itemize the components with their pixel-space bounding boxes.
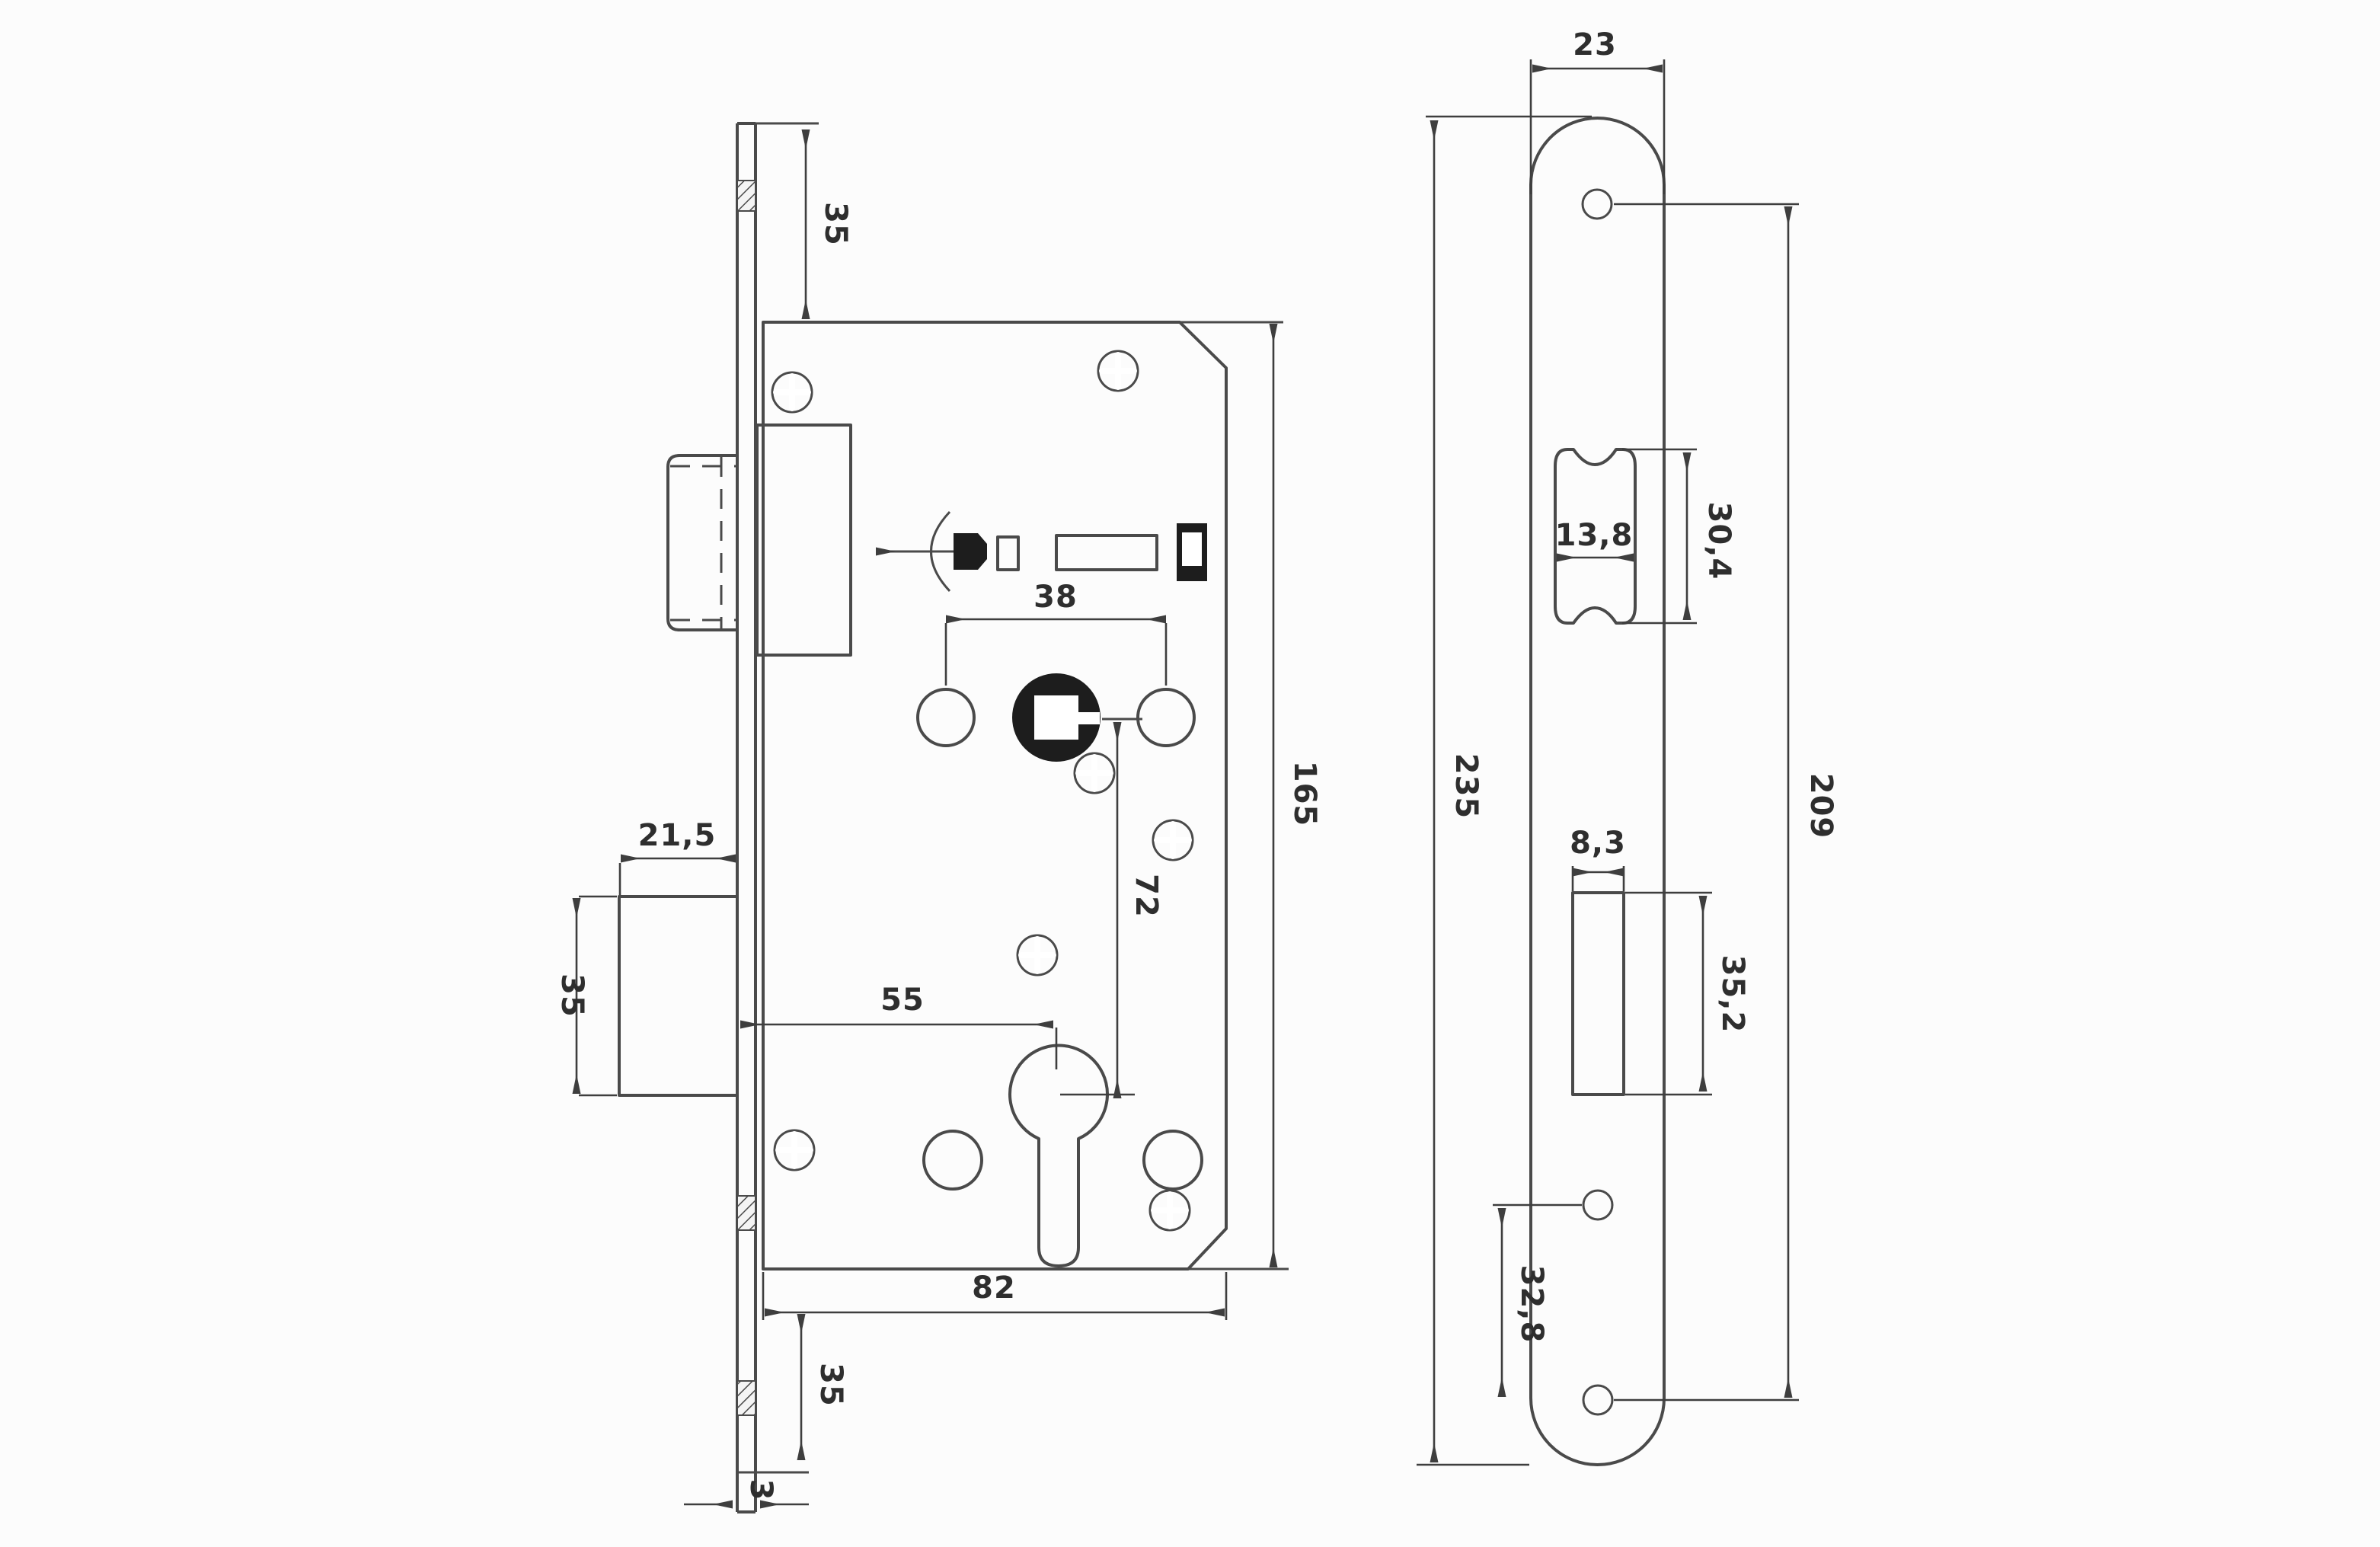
- dim-label: 13,8: [1555, 518, 1634, 553]
- dim-label: 35: [813, 1363, 848, 1407]
- latch-bolt: [666, 454, 737, 631]
- long-rect-indicator-icon: [1055, 534, 1158, 571]
- dim-latch-cutout-width: 13,8: [1555, 518, 1634, 562]
- dim-bolt-cutout-height: 35,2: [1625, 891, 1750, 1096]
- mounting-hole-top: [1581, 188, 1613, 220]
- screw-icon: [773, 1129, 816, 1171]
- small-rect-indicator-icon: [996, 535, 1020, 571]
- screw-icon: [771, 371, 813, 414]
- faceplate-hatch: [736, 180, 756, 212]
- faceplate-edge: [736, 122, 819, 1513]
- cylinder-keyhole: [1008, 1044, 1109, 1267]
- dim-bolt-cutout-width: 8,3: [1570, 826, 1626, 891]
- screws: [771, 350, 1194, 1232]
- spindle-follower: [1012, 673, 1101, 762]
- strike-faceplate-outline: [1529, 117, 1666, 1466]
- dim-label: 35,2: [1715, 955, 1750, 1034]
- dim-plate-height: 235: [1417, 115, 1592, 1466]
- dim-latch-cutout-height: 30,4: [1622, 448, 1736, 625]
- latch-cutout: [1554, 448, 1637, 625]
- dim-label: 82: [972, 1271, 1016, 1306]
- dim-label: 72: [1129, 874, 1164, 918]
- dim-lower-hole-spacing: 32,8: [1493, 1203, 1582, 1397]
- spindle-square-hole: [1034, 695, 1078, 740]
- fixing-hole-left: [922, 1130, 983, 1191]
- dim-follower-to-cylinder: 72: [1060, 722, 1164, 1098]
- dim-label: 38: [1033, 580, 1078, 615]
- dim-label: 35: [554, 973, 589, 1018]
- handle-hole-left: [916, 688, 976, 747]
- latch-direction-icon: [876, 510, 987, 593]
- front-view: 23 235 209 13,8 30,4 8,3: [1417, 27, 1839, 1466]
- dim-handle-hole-spacing: 38: [944, 580, 1168, 686]
- dim-label: 235: [1449, 753, 1484, 820]
- side-view: 35 38 165 72 21,5 35: [554, 122, 1322, 1513]
- dim-label: 209: [1803, 773, 1839, 839]
- mounting-hole-bottom: [1582, 1384, 1614, 1416]
- dim-plate-bottom-offset: 35: [797, 1314, 848, 1460]
- dim-plate-width: 23: [1529, 27, 1666, 194]
- dim-label: 30,4: [1701, 502, 1736, 580]
- screw-icon: [1152, 819, 1194, 861]
- latch-case: [756, 424, 852, 657]
- fixing-hole-right: [1142, 1130, 1203, 1191]
- screw-icon: [1073, 752, 1116, 794]
- dim-plate-thickness: 3: [684, 1479, 809, 1509]
- dim-body-height: 165: [1269, 324, 1322, 1267]
- lock-body-outline: [762, 321, 1228, 1271]
- dim-label: 35: [818, 202, 853, 246]
- dim-label: 3: [743, 1479, 778, 1501]
- dim-label: 32,8: [1514, 1265, 1549, 1344]
- deadbolt: [618, 895, 739, 1097]
- dim-deadbolt-throw: 21,5: [618, 818, 736, 895]
- dim-body-depth: 82: [762, 1271, 1228, 1320]
- handle-hole-right: [1136, 688, 1196, 747]
- dim-deadbolt-height: 35: [554, 895, 617, 1097]
- dim-label: 21,5: [638, 818, 717, 853]
- dim-label: 23: [1573, 27, 1617, 62]
- mounting-hole-middle: [1582, 1189, 1614, 1221]
- screw-icon: [1097, 350, 1139, 392]
- dim-label: 8,3: [1570, 826, 1626, 861]
- dim-plate-top-offset: 35: [801, 129, 853, 319]
- dim-screw-hole-span: 209: [1614, 203, 1839, 1402]
- anchor-head: [954, 533, 987, 570]
- screw-icon: [1016, 934, 1059, 976]
- deadbolt-cutout: [1571, 891, 1625, 1096]
- anchor-icon: [930, 510, 951, 593]
- dim-backset: 55: [740, 983, 1058, 1069]
- faceplate-hatch: [736, 1195, 756, 1231]
- screw-icon: [1148, 1189, 1191, 1232]
- dim-label: 55: [880, 983, 925, 1018]
- dim-label: 165: [1287, 761, 1322, 827]
- filled-rect-indicator-icon: [1177, 523, 1207, 581]
- faceplate-hatch: [736, 1380, 756, 1416]
